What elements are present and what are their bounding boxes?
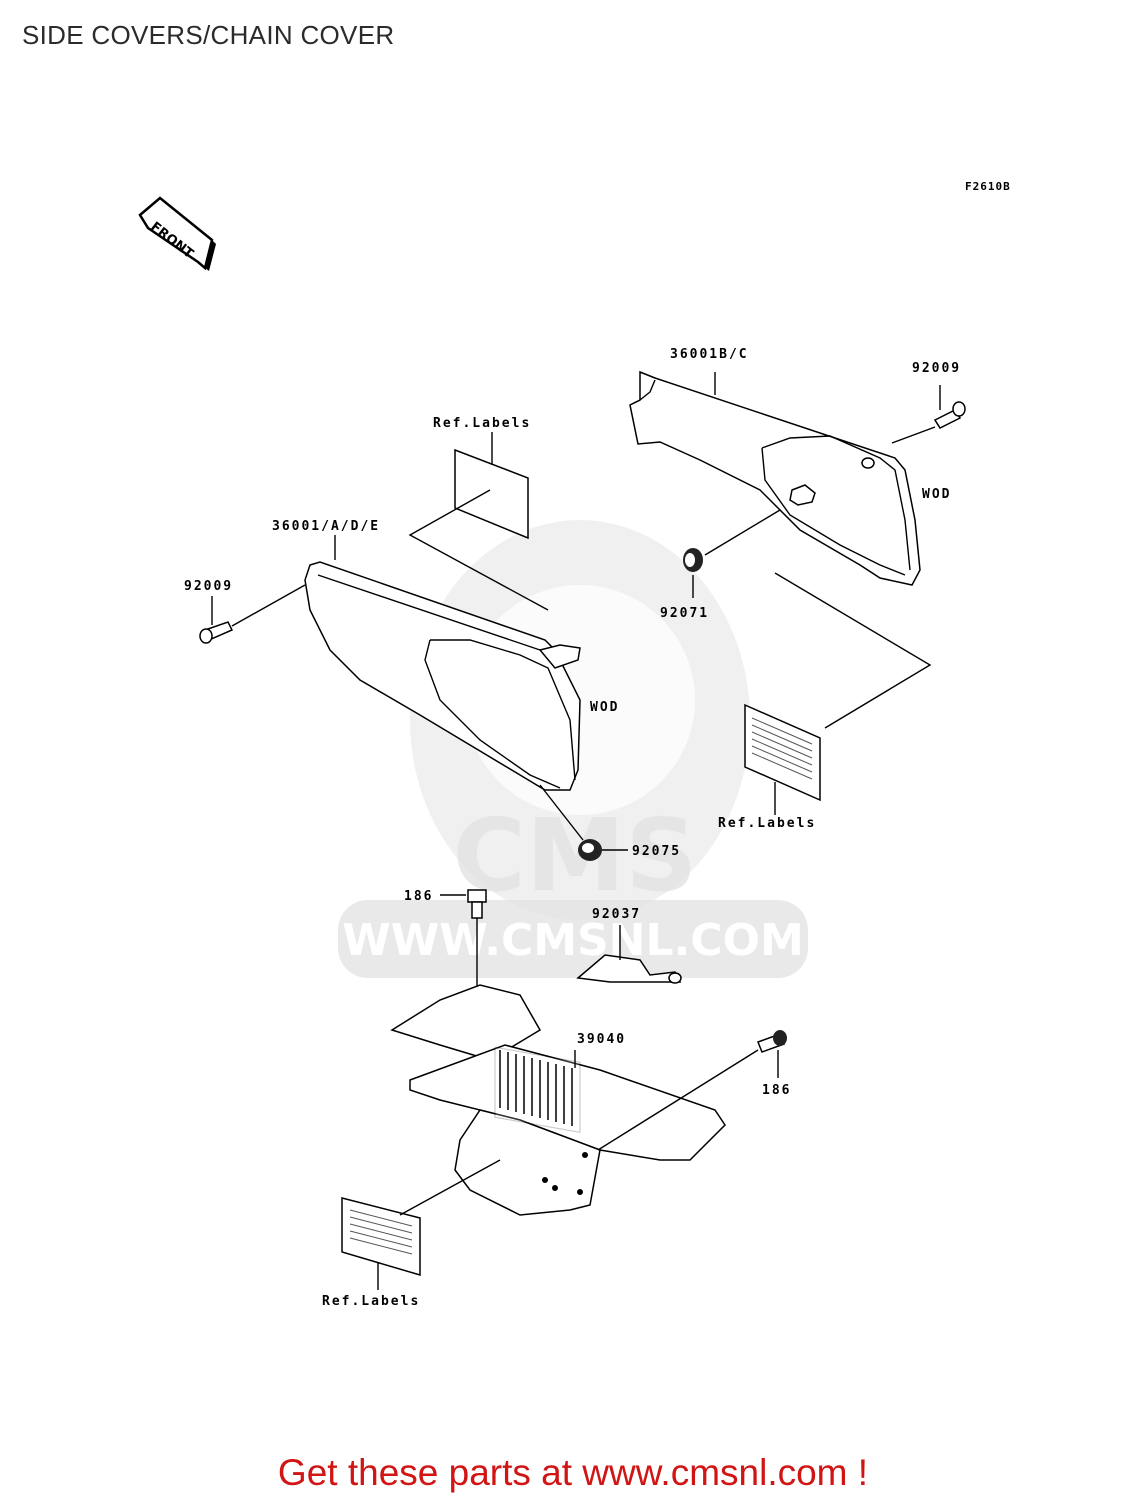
chain-cover-39040 <box>390 984 726 1216</box>
figure-code: F2610B <box>965 180 1011 193</box>
left-side-cover <box>304 561 581 791</box>
label-36001ade: 36001/A/D/E <box>272 519 380 534</box>
bolt-186-right <box>757 1030 787 1053</box>
label-92009-right: 92009 <box>912 361 961 376</box>
right-side-cover <box>629 370 921 586</box>
label-186-top: 186 <box>404 889 433 904</box>
label-92071: 92071 <box>660 606 709 621</box>
page-title: SIDE COVERS/CHAIN COVER <box>22 20 395 50</box>
label-ref-bottom: Ref.Labels <box>322 1294 420 1309</box>
label-wod-right: WOD <box>922 487 951 502</box>
label-ref-top: Ref.Labels <box>433 416 531 431</box>
screw-92009-right <box>933 401 966 429</box>
ref-label-right-sticker <box>744 703 821 802</box>
watermark-cms: CMS <box>453 797 698 914</box>
label-36001bc: 36001B/C <box>670 347 749 362</box>
screw-92009-left <box>199 621 234 644</box>
ref-label-top-sticker <box>454 448 529 540</box>
footer-link[interactable]: Get these parts at www.cmsnl.com ! <box>277 1452 869 1493</box>
label-92037: 92037 <box>592 907 641 922</box>
label-186-right: 186 <box>762 1083 791 1098</box>
watermark-url: WWW.CMSNL.COM <box>342 915 804 966</box>
label-wod-left: WOD <box>590 700 619 715</box>
grommet-92075 <box>578 839 602 861</box>
clamp-92037 <box>576 954 682 984</box>
label-92009-left: 92009 <box>184 579 233 594</box>
front-arrow-icon: FRONT <box>138 196 216 271</box>
bolt-186-top <box>467 889 487 919</box>
ref-label-bottom-sticker <box>341 1197 421 1277</box>
grommet-92071 <box>683 548 703 572</box>
label-92075: 92075 <box>632 844 681 859</box>
label-39040: 39040 <box>577 1032 626 1047</box>
label-ref-right: Ref.Labels <box>718 816 816 831</box>
